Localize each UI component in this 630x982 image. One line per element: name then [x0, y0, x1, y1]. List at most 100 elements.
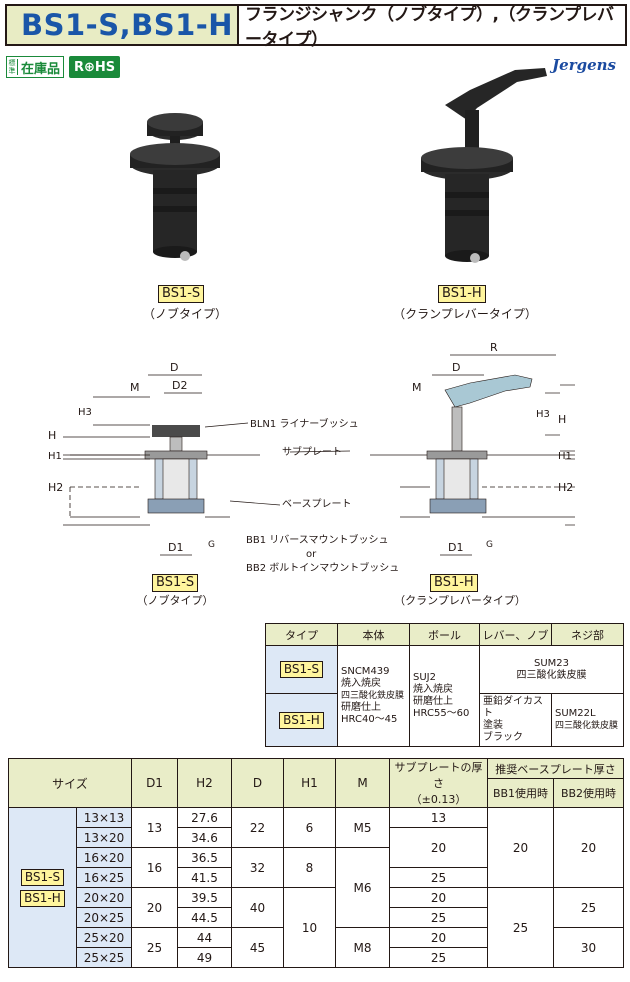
mat-ball-line: 焼入焼戻 — [413, 684, 453, 695]
mat-thread-line: SUM22L — [555, 708, 596, 719]
dim-m-right: M — [412, 381, 422, 394]
sub-cell: 25 — [389, 907, 488, 928]
bb2-cell: 20 — [553, 807, 624, 888]
d-cell: 45 — [231, 927, 284, 968]
size-type-cell: BS1-S BS1-H — [8, 807, 77, 968]
sub-cell: 25 — [389, 867, 488, 888]
mat-ball-line: 研磨仕上 — [413, 696, 453, 707]
dim-d1-left: D1 — [168, 541, 183, 554]
mat-type-h-label: BS1-H — [279, 711, 324, 729]
mat-thread-h: SUM22L 四三酸化鉄皮膜 — [551, 693, 624, 747]
mat-lever-line: 亜鉛ダイカスト — [483, 696, 543, 719]
h2-cell: 44.5 — [177, 907, 232, 928]
mat-body: SNCM439 焼入焼戻 四三酸化鉄皮膜 研磨仕上 HRC40～45 — [337, 645, 410, 747]
size-header-m: M — [335, 758, 390, 808]
stock-badge: 標準 在庫品 — [6, 56, 65, 78]
product-photo-lever — [421, 68, 547, 263]
drawing-sub-bs1h: （クランプレバータイプ） — [394, 594, 526, 607]
mat-body-line: SNCM439 — [341, 666, 390, 677]
size-header-subplate: サブプレートの厚さ （±0.13） — [389, 758, 488, 808]
size-cell: 25×20 — [76, 927, 132, 948]
table-row: 13×20 34.6 20 — [9, 827, 624, 868]
h2-cell: 36.5 — [177, 847, 232, 868]
sub-cell: 20 — [389, 927, 488, 948]
h1-cell: 8 — [283, 847, 336, 888]
size-cell: 13×20 — [76, 827, 132, 848]
dim-d-left: D — [170, 361, 178, 374]
dim-h2-left: H2 — [48, 481, 63, 494]
dim-h2-right: H2 — [558, 481, 573, 494]
callout-bush1: BB1 リバースマウントブッシュ — [246, 533, 388, 546]
dim-d-right: D — [452, 361, 460, 374]
table-row: 16×25 41.5 25 — [9, 867, 624, 888]
mat-thread-line: 四三酸化鉄皮膜 — [555, 721, 619, 731]
sub-cell: 13 — [389, 807, 488, 828]
h1-cell: 6 — [283, 807, 336, 848]
size-header-size: サイズ — [8, 758, 132, 808]
dim-d2-left: D2 — [172, 379, 187, 392]
mat-body-line: HRC40～45 — [341, 714, 398, 725]
mat-lever-line: 塗装 — [483, 720, 503, 731]
mat-lever-line: ブラック — [483, 732, 523, 743]
size-cell: 20×25 — [76, 907, 132, 928]
size-header-d1: D1 — [131, 758, 178, 808]
model-title: BS1-S,BS1-H — [7, 6, 239, 44]
badges: 標準 在庫品 R⊕HS — [6, 56, 121, 78]
mat-header-type: タイプ — [265, 623, 338, 646]
size-cell: 16×25 — [76, 867, 132, 888]
dim-h1-right: H1 — [558, 451, 572, 462]
bb2-cell: 25 — [553, 887, 624, 928]
stock-badge-label: 在庫品 — [21, 61, 61, 77]
size-header-h2: H2 — [177, 758, 232, 808]
materials-row-h: BS1-H 亜鉛ダイカスト 塗装 ブラック SUM22L 四三酸化鉄皮膜 — [265, 693, 624, 747]
technical-drawing: D D2 M H3 H H1 H2 D1 G R D M H3 H H1 H2 … — [48, 341, 575, 574]
dim-h-left: H — [48, 429, 56, 442]
d1-cell: 16 — [131, 847, 178, 888]
materials-row-s: BS1-S SNCM439 焼入焼戻 四三酸化鉄皮膜 研磨仕上 HRC40～45… — [265, 645, 624, 747]
photo-sub-bs1s: （ノブタイプ） — [142, 307, 227, 321]
mat-type-h: BS1-H — [265, 693, 338, 747]
dim-h-right: H — [558, 413, 566, 426]
table-row: BS1-S BS1-H 13×13 13 27.6 22 6 M5 13 20 … — [8, 807, 624, 968]
mat-lever-knob-s: SUM23 四三酸化鉄皮膜 — [479, 645, 624, 694]
h1-cell: 10 — [283, 887, 336, 968]
table-row: 25×20 25 44 45 M8 20 30 — [9, 927, 624, 968]
dim-h3-right: H3 — [536, 409, 550, 420]
mat-lever-line: 四三酸化鉄皮膜 — [516, 669, 587, 681]
mat-header-body: 本体 — [337, 623, 410, 646]
mat-lever-line: SUM23 — [533, 657, 570, 669]
d1-cell: 20 — [131, 887, 178, 928]
h2-cell: 41.5 — [177, 867, 232, 888]
callout-liner: BLN1 ライナーブッシュ — [250, 417, 359, 430]
size-header-baseplate: 推奨ベースプレート厚さ — [487, 758, 624, 779]
photo-label-bs1s: BS1-S — [158, 285, 205, 303]
dim-g-right: G — [486, 540, 493, 550]
d1-cell: 13 — [131, 807, 178, 848]
mat-ball-line: HRC55～60 — [413, 708, 470, 719]
mat-body-line: 焼入焼戻 — [341, 678, 381, 689]
mat-ball-line: SUJ2 — [413, 672, 436, 683]
stock-badge-small: 標準 — [7, 59, 18, 75]
rohs-badge: R⊕HS — [69, 56, 121, 78]
callout-baseplate: ベースプレート — [282, 498, 352, 510]
dim-r-right: R — [490, 341, 498, 354]
mat-header-ball: ボール — [409, 623, 480, 646]
size-header-row-1: サイズ D1 H2 D H1 M サブプレートの厚さ （±0.13） 推奨ベース… — [8, 758, 624, 808]
size-header-bb1: BB1使用時 — [487, 778, 554, 808]
h2-cell: 44 — [177, 927, 232, 948]
product-title: フランジシャンク（ノブタイプ）,（クランプレバータイプ） — [245, 5, 614, 50]
d-cell: 32 — [231, 847, 284, 888]
h2-cell: 34.6 — [177, 827, 232, 848]
d-cell: 22 — [231, 807, 284, 848]
size-header-subplate-tol: （±0.13） — [410, 793, 467, 806]
table-row: 25×25 49 25 — [9, 947, 624, 968]
size-cell: 16×20 — [76, 847, 132, 868]
dim-d1-right: D1 — [448, 541, 463, 554]
bb1-cell: 20 — [487, 807, 554, 888]
mat-header-lever: レバー、ノブ — [479, 623, 552, 646]
h2-cell: 49 — [177, 947, 232, 968]
materials-table: タイプ 本体 ボール レバー、ノブ ネジ部 BS1-S SNCM439 焼入焼戻… — [265, 623, 624, 747]
sub-cell: 20 — [389, 887, 488, 908]
photo-label-bs1h: BS1-H — [438, 285, 486, 303]
m-cell: M6 — [335, 847, 390, 928]
